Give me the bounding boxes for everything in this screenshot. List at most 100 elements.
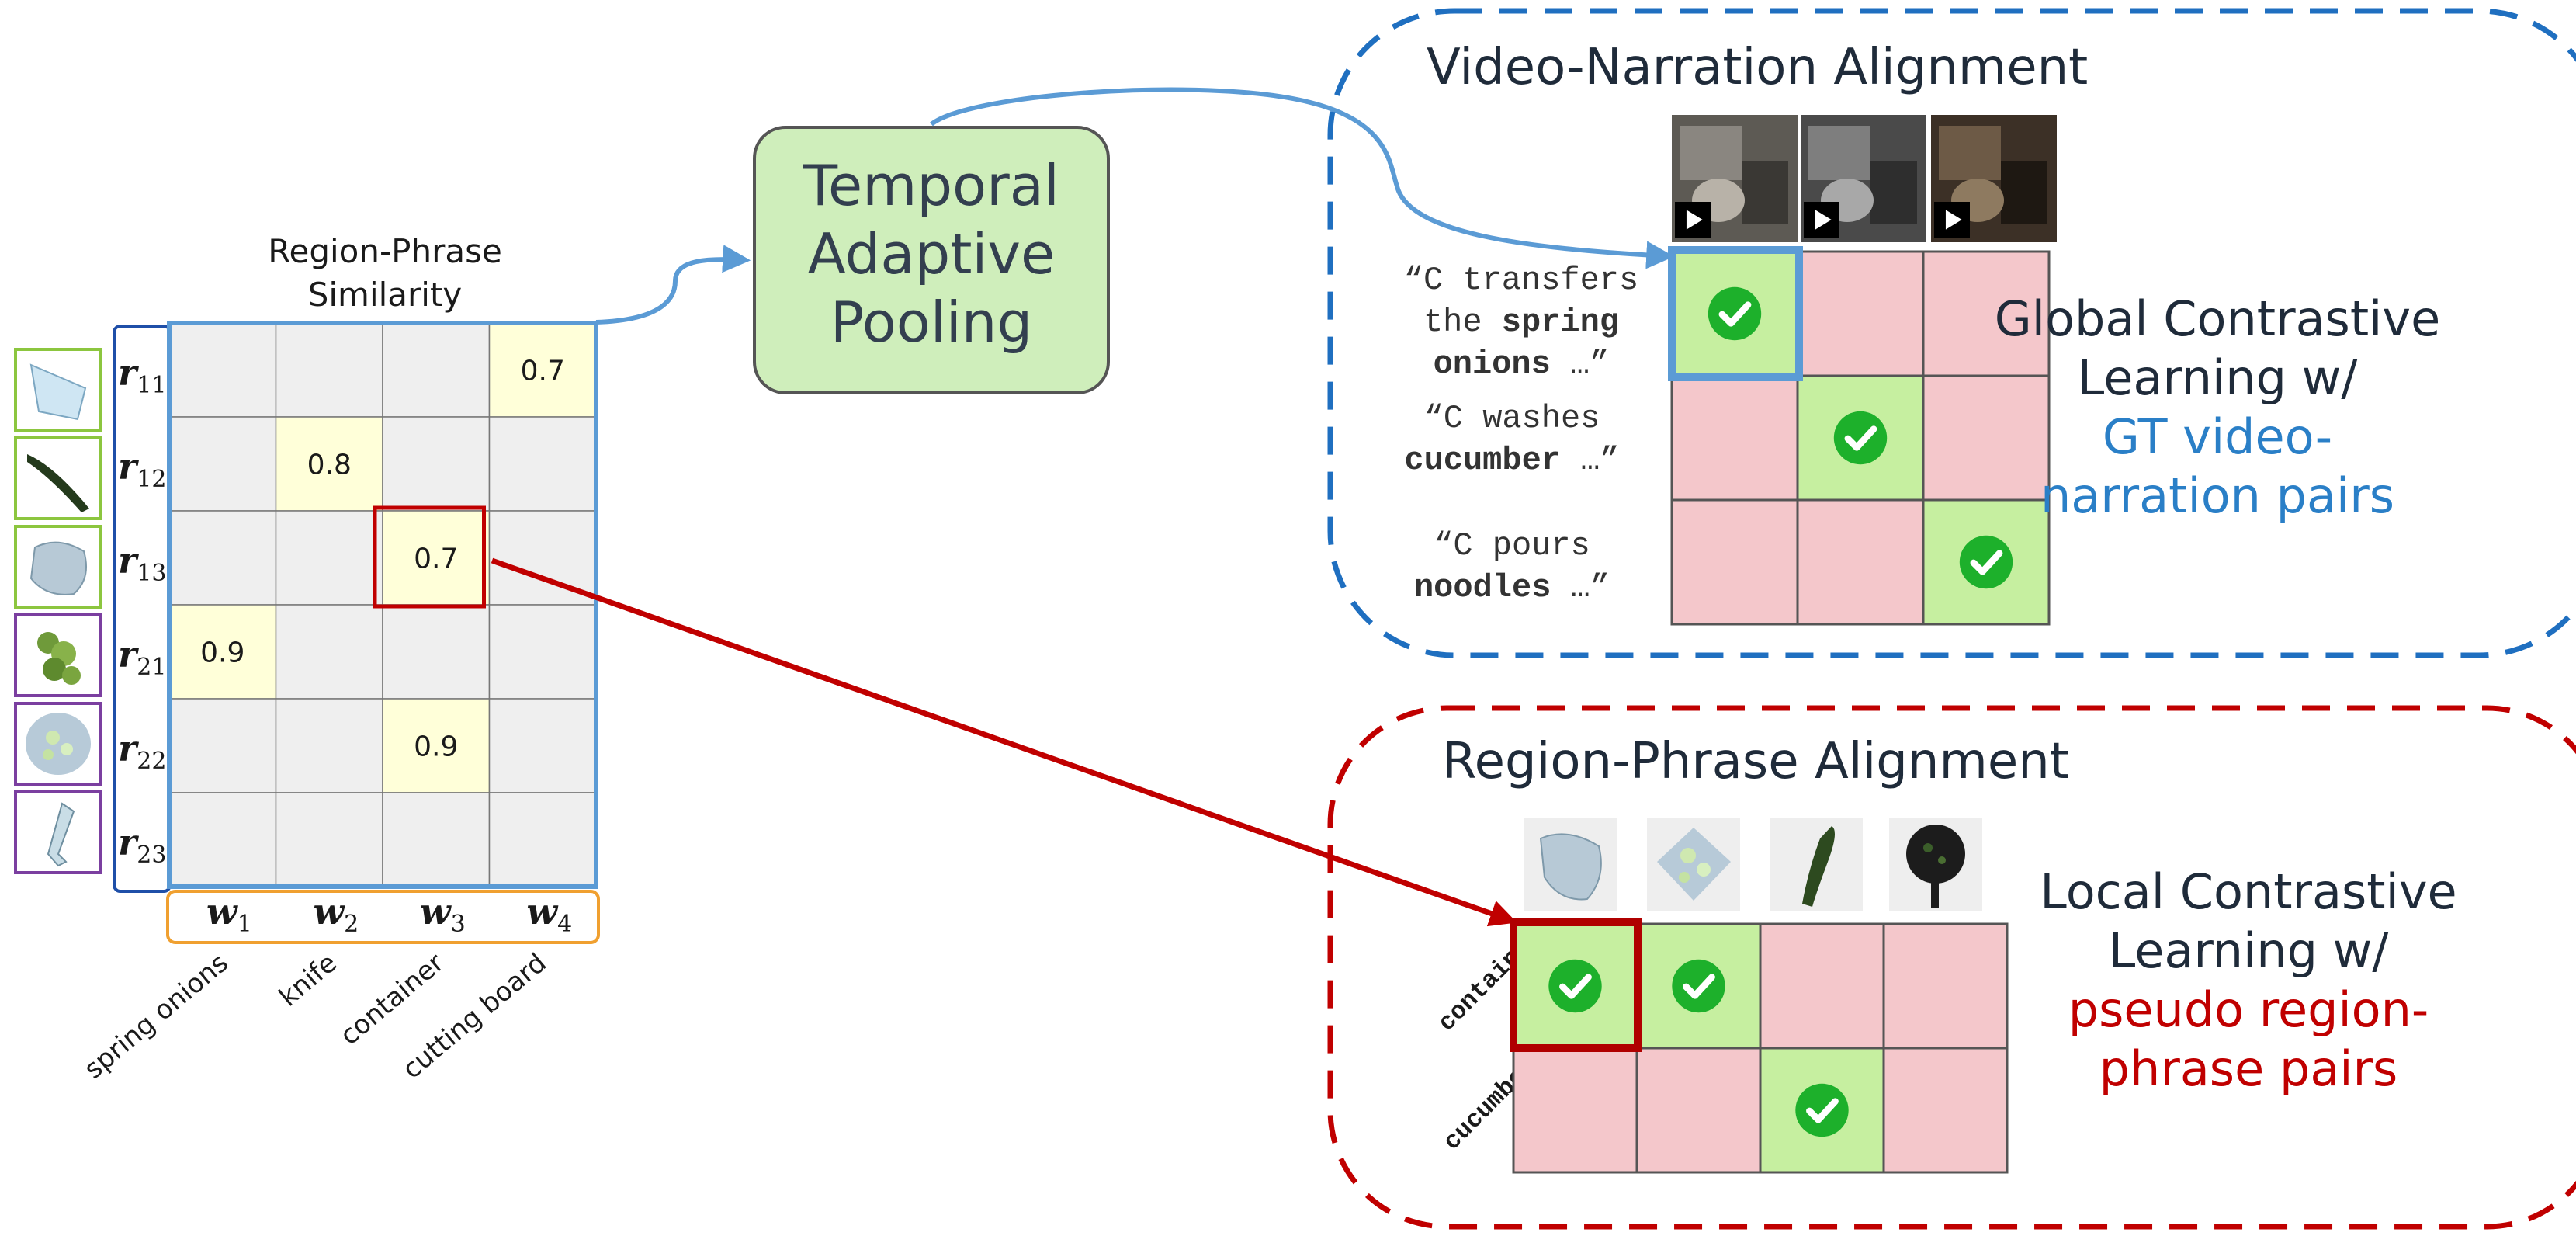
column-label-bracket: [166, 890, 600, 944]
video-frame-detail: [1742, 161, 1788, 224]
video-cell-1-2: [1922, 374, 2051, 502]
row-label-base: r: [118, 540, 140, 582]
global-contrastive-line1: Global Contrastive: [1995, 290, 2440, 347]
video-frame-detail: [1870, 161, 1917, 224]
row-label-subscript: 22: [137, 748, 166, 775]
sim-cell-0-2: [382, 322, 491, 418]
sim-value-3-0: 0.9: [200, 637, 244, 669]
matrix-to-pooling-arrow: [595, 245, 751, 325]
video-frames: [1672, 115, 2057, 242]
video-cell-1-0: [1670, 374, 1799, 502]
narration-3-line2: noodles …”: [1414, 569, 1610, 606]
pooling-label-line1: Temporal: [803, 153, 1059, 218]
highlighted-cell-frame: [373, 505, 486, 609]
narration-3-line1: “C pours: [1434, 527, 1590, 564]
region-cell-0-2: [1759, 922, 1885, 1050]
sim-cell-4-1: [275, 698, 383, 793]
region-thumbnails: [14, 348, 102, 874]
video-positive-highlight: [1668, 246, 1803, 381]
col-label-subscript: 4: [557, 911, 572, 938]
sim-cell-5-3: [488, 792, 597, 887]
sim-cell-5-2: [382, 792, 491, 887]
video-cell-2-0: [1670, 498, 1799, 626]
play-icon: [1675, 202, 1711, 238]
utensil-icon: [47, 802, 75, 867]
narration-3-line2-suffix: …”: [1551, 569, 1610, 606]
pan-icon: [1906, 825, 1965, 908]
similarity-title-line1: Region-Phrase: [268, 232, 502, 270]
video-frame-detail: [1680, 126, 1742, 180]
checkmark-icon: [1834, 411, 1887, 464]
row-label-base: r: [118, 352, 140, 394]
video-cell-2-1: [1796, 498, 1925, 626]
row-label-base: r: [118, 821, 140, 863]
bowl-icon: [1657, 828, 1731, 901]
narration-1-line2: the spring: [1423, 304, 1619, 341]
sim-value-1-1: 0.8: [307, 450, 352, 481]
col-label-subscript: 1: [237, 911, 252, 938]
sim-cell-2-0: [168, 510, 277, 606]
video-frame-detail: [1808, 126, 1870, 180]
sim-cell-3-1: [275, 604, 383, 700]
local-contrastive-line4: phrase pairs: [2099, 1040, 2398, 1097]
video-frame-detail: [2001, 161, 2047, 224]
narration-2-line1: “C washes: [1424, 400, 1600, 437]
similarity-matrix-border: [167, 321, 598, 889]
narration-1-line3: onions …”: [1434, 345, 1610, 383]
col-label-subscript: 2: [344, 911, 359, 938]
row-label-base: r: [118, 634, 140, 675]
temporal-adaptive-pooling-box: Temporal Adaptive Pooling: [753, 126, 1110, 394]
video-panel-dashed-border: [1327, 8, 2576, 658]
region-positive-highlight: [1510, 918, 1642, 1052]
container-icon: [1539, 833, 1602, 901]
sim-cell-1-1: [275, 416, 383, 512]
region-cell-0-3: [1882, 922, 2009, 1050]
sim-cell-0-0: [168, 322, 277, 418]
row-label-r23: r23: [118, 821, 166, 869]
global-contrastive-line2: Learning w/: [2078, 349, 2358, 406]
checkmark-icon: [1960, 536, 2013, 588]
col-label-base: w: [206, 891, 238, 932]
bowl-icon: [26, 713, 91, 775]
sim-cell-1-2: [382, 416, 491, 512]
video-cell-0-1: [1796, 250, 1925, 377]
narration-1-line3-bold: onions: [1434, 345, 1551, 383]
row-label-subscript: 12: [137, 466, 166, 493]
row-label-subscript: 13: [137, 560, 166, 587]
narration-1-line1: “C transfers: [1404, 262, 1638, 299]
play-icon: [1804, 202, 1839, 238]
checkmark-icon: [1708, 287, 1761, 340]
narration-3: “C pours noodles …”: [1414, 527, 1610, 606]
global-contrastive-line4: narration pairs: [2040, 467, 2394, 524]
phrase-label-0: spring onions: [78, 947, 234, 1085]
similarity-matrix: 0.70.80.70.90.9: [168, 322, 597, 887]
region-thumbnails-row: [1524, 818, 1982, 911]
sim-value-2-2: 0.7: [414, 543, 458, 575]
col-label-base: w: [314, 891, 345, 932]
col-label-w2: w2: [314, 891, 359, 938]
col-label-base: w: [420, 891, 452, 932]
row-label-r22: r22: [118, 727, 166, 775]
sim-cell-3-3: [488, 604, 597, 700]
row-label-r13: r13: [118, 540, 166, 587]
narration-3-line2-bold: noodles: [1414, 569, 1551, 606]
video-panel-title: Video-Narration Alignment: [1427, 39, 2088, 96]
row-label-subscript: 23: [137, 842, 166, 869]
sim-cell-2-2: [382, 510, 491, 606]
cucumber-icon: [1802, 826, 1835, 907]
local-contrastive-line1: Local Contrastive: [2040, 863, 2456, 920]
region-cell-1-0: [1512, 1047, 1638, 1174]
region-panel-dashed-border: [1327, 705, 2576, 1230]
col-label-base: w: [527, 891, 559, 932]
sim-cell-1-3: [488, 416, 597, 512]
video-frame-detail: [1939, 126, 2001, 180]
region-phrase-panel: Region-Phrase Alignment containercucumbe…: [1327, 705, 2576, 1230]
col-label-w1: w1: [206, 891, 252, 938]
checkmark-icon: [1548, 960, 1601, 1012]
similarity-title-line2: Similarity: [308, 276, 463, 314]
narration-2: “C washes cucumber …”: [1404, 400, 1619, 479]
